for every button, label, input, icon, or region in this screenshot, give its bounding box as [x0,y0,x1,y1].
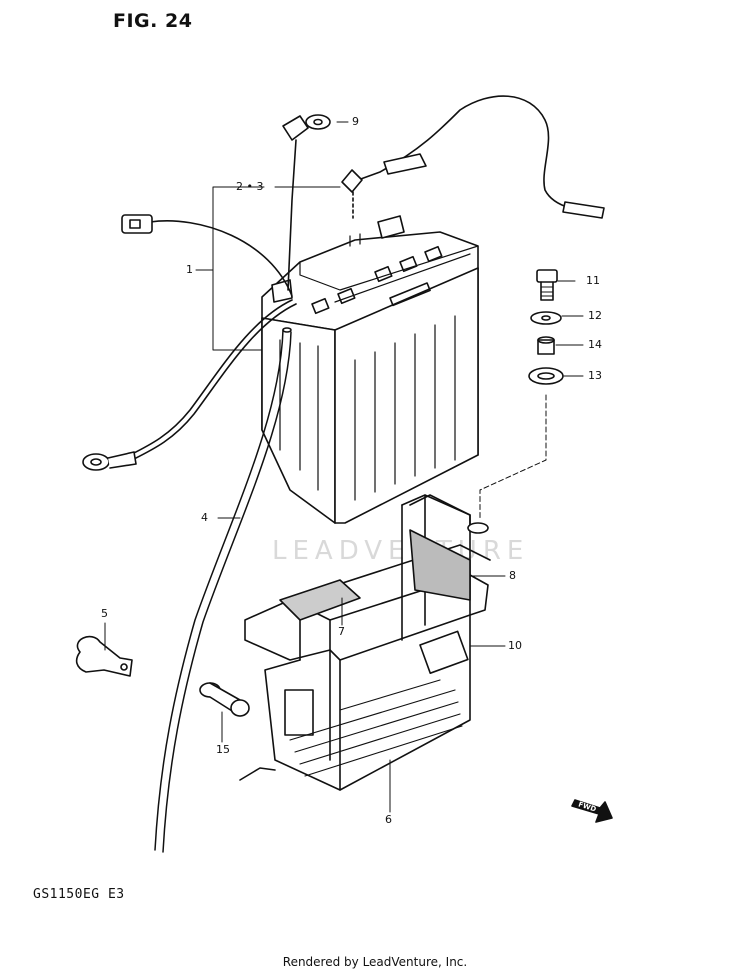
callout-11: 11 [586,274,600,287]
model-code: GS1150EG E3 [33,887,125,902]
callout-4: 4 [201,511,208,524]
clamp [75,635,133,677]
bolt-parts [479,269,564,521]
callout-13: 13 [588,369,602,382]
watermark-text: LEADVENTURE [272,536,530,566]
callout-10: 10 [508,639,522,652]
callout-9: 9 [352,115,359,128]
leader-lines [104,121,584,813]
callout-7: 7 [338,625,345,638]
callout-2-3: 2 • 3 [236,180,264,193]
callout-14: 14 [588,338,602,351]
figure-title: FIG. 24 [113,10,193,32]
callout-15: 15 [216,743,230,756]
callout-12: 12 [588,309,602,322]
callout-8: 8 [509,569,516,582]
grommet [199,682,250,717]
battery-cables [82,95,605,853]
battery [261,215,479,524]
callout-6: 6 [385,813,392,826]
callout-1: 1 [186,263,193,276]
callout-5: 5 [101,607,108,620]
fwd-arrow-icon [571,799,613,823]
footer-credit: Rendered by LeadVenture, Inc. [282,955,468,969]
battery-holder [239,494,491,791]
